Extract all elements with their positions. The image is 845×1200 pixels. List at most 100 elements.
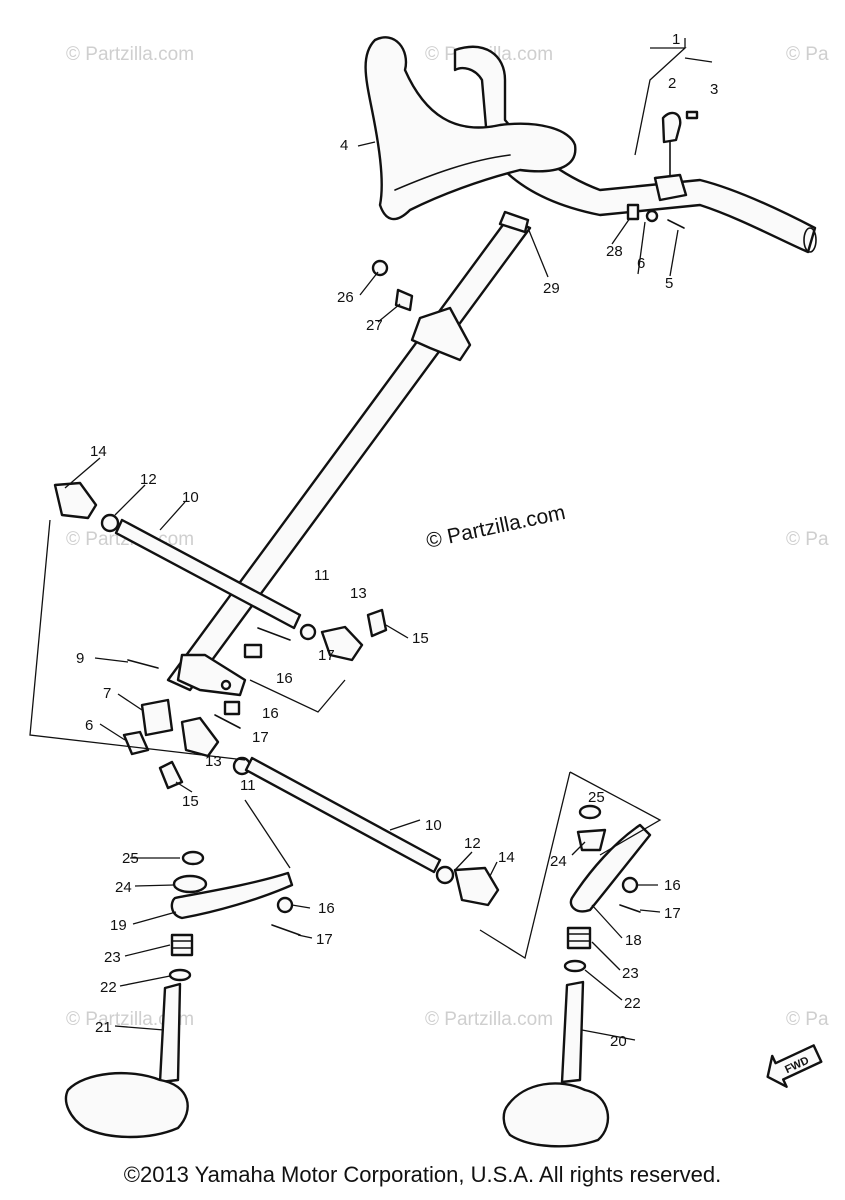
callout-25-right: 25	[588, 789, 605, 806]
callout-27: 27	[366, 317, 383, 334]
part-23-spring-right	[566, 926, 592, 950]
callout-19: 19	[110, 917, 127, 934]
callout-15-lower: 15	[182, 793, 199, 810]
rod-end-13-upper	[320, 625, 364, 662]
callout-23-left: 23	[104, 949, 121, 966]
throttle-lever	[661, 111, 682, 144]
steering-parts-diagram: © Partzilla.com © Partzilla.com © Pa © P…	[29, 31, 829, 1148]
callout-2: 2	[668, 75, 676, 92]
leader-7	[117, 693, 143, 711]
group-line-right-low	[479, 771, 571, 960]
leader-24a	[134, 884, 175, 887]
callout-25-left: 25	[122, 850, 139, 867]
callout-16-upper: 16	[276, 670, 293, 687]
part-16-right	[621, 876, 639, 894]
callout-11-lower: 11	[240, 777, 256, 794]
callout-29: 29	[543, 280, 560, 297]
leader-21	[114, 1025, 165, 1031]
pitman-hole	[220, 679, 232, 691]
leader-23a	[124, 944, 171, 957]
watermark-mid-right: © Pa	[786, 529, 829, 550]
part-24-left	[172, 874, 208, 894]
left-spindle-assembly	[64, 850, 301, 1139]
callout-10-upper: 10	[182, 489, 199, 506]
callout-12-lower: 12	[464, 835, 481, 852]
callout-17-mid: 17	[252, 729, 269, 746]
callout-17-left: 17	[316, 931, 333, 948]
column-bracket	[410, 306, 472, 362]
leader-23b	[591, 941, 621, 971]
group-line-arm	[244, 799, 291, 869]
leader-15a	[385, 624, 409, 639]
leader-17d	[639, 909, 661, 913]
watermark-top-right: © Pa	[786, 44, 829, 65]
callout-26: 26	[337, 289, 354, 306]
callout-28: 28	[606, 243, 623, 260]
callout-18: 18	[625, 932, 642, 949]
tie-rods	[53, 481, 500, 907]
leader-10a	[159, 501, 186, 531]
part-22-washer-right	[563, 959, 587, 973]
part-25-right	[578, 804, 602, 820]
leader-17c	[297, 934, 313, 939]
fwd-arrow: FWD	[766, 1044, 823, 1088]
leader-4	[357, 141, 376, 147]
part-15-bolt-lower	[158, 760, 184, 790]
callout-10-lower: 10	[425, 817, 442, 834]
callout-24-left: 24	[115, 879, 132, 896]
leader-20	[581, 1029, 636, 1041]
grouping-lines	[29, 38, 713, 960]
watermark-main: © Partzilla.com	[424, 501, 567, 553]
callout-8: 6	[85, 717, 93, 734]
leader-26	[359, 271, 379, 296]
part-28-clip	[626, 203, 640, 221]
fwd-arrow-shape	[766, 1044, 823, 1088]
watermark-bottom-center: © Partzilla.com	[425, 1009, 553, 1030]
part-16-mid	[223, 700, 241, 716]
callout-12-upper: 12	[140, 471, 157, 488]
callout-22-left: 22	[100, 979, 117, 996]
leader-22b	[584, 969, 623, 1001]
steering-column	[122, 210, 532, 756]
callout-9: 9	[76, 650, 84, 667]
part-16-upper	[243, 643, 263, 659]
group-tick-3	[684, 57, 713, 63]
part-12-nut-upper	[100, 513, 120, 533]
part-5-screw	[667, 219, 685, 229]
handlebar-assembly	[364, 36, 817, 254]
part-27-plate	[394, 288, 414, 312]
callout-20: 20	[610, 1033, 627, 1050]
callout-1: 1	[672, 31, 680, 48]
part-11-nut-upper	[299, 623, 317, 641]
part-12-nut-lower	[435, 865, 455, 885]
spindle-21-base	[64, 1071, 189, 1139]
part-22-washer-left	[168, 968, 192, 982]
knuckle-arm-19	[170, 871, 294, 920]
spindle-20	[560, 980, 585, 1084]
knuckle-arm-18	[569, 823, 652, 913]
leader-8	[99, 723, 126, 741]
leader-22a	[119, 975, 171, 987]
part-9-pin	[127, 659, 159, 669]
leader-24b	[571, 841, 586, 856]
part-25-left	[181, 850, 205, 866]
callout-13-upper: 13	[350, 585, 367, 602]
callout-24-right: 24	[550, 853, 567, 870]
callout-6: 6	[637, 255, 645, 272]
part-6-washer	[645, 209, 659, 223]
part-17-upper	[257, 627, 291, 641]
part-17-mid	[214, 714, 241, 729]
group-line-top	[634, 47, 687, 156]
callout-16-mid: 16	[262, 705, 279, 722]
leader-9	[94, 657, 129, 663]
callout-3: 3	[710, 81, 718, 98]
leader-12b	[454, 851, 473, 871]
callout-17-upper: 17	[318, 647, 335, 664]
callout-23-right: 23	[622, 965, 639, 982]
watermark-bottom-right: © Pa	[786, 1009, 829, 1030]
leader-18	[591, 904, 623, 939]
leader-6b	[637, 221, 646, 275]
leader-16c	[291, 904, 311, 909]
callout-4: 4	[340, 137, 348, 154]
watermark-top-left: © Partzilla.com	[66, 44, 194, 65]
